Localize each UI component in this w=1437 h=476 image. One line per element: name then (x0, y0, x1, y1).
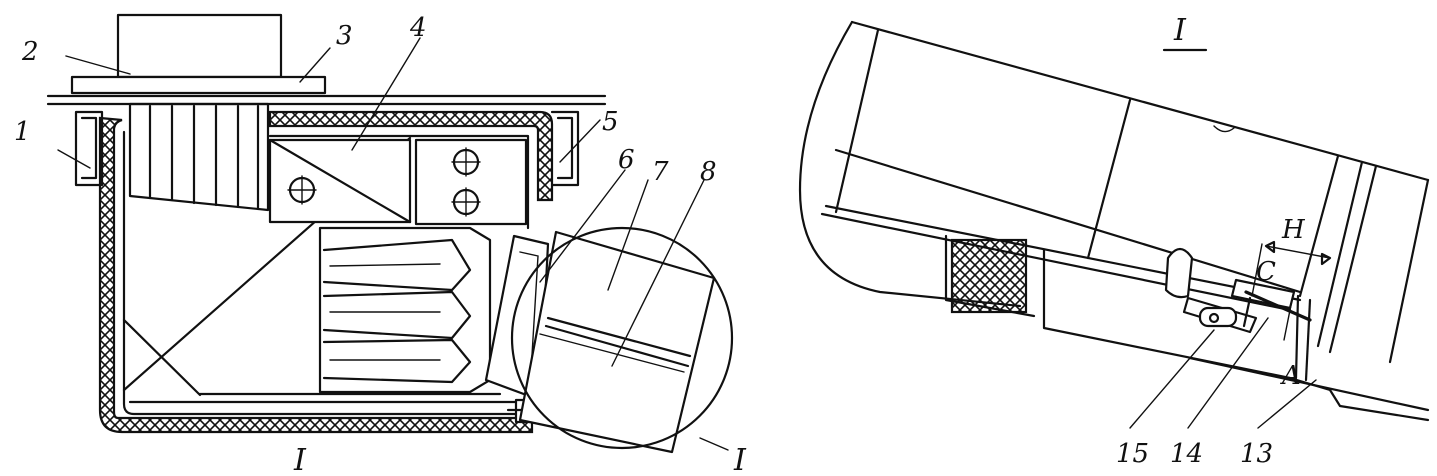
detail-circle (510, 226, 734, 450)
callout-1: 1 (14, 117, 31, 147)
section-marker-circle: I (733, 443, 747, 476)
callout-8: 8 (700, 157, 717, 187)
hatched-seal-block (950, 238, 1028, 314)
motor-block (414, 138, 528, 226)
callout-6: 6 (618, 145, 635, 175)
fan-tubes (318, 226, 492, 394)
callout-13: 13 (1240, 439, 1273, 469)
flange-plate (70, 75, 327, 95)
callout-15: 15 (1116, 439, 1149, 469)
evaporator-fins (128, 102, 270, 212)
dimension-h: H (1281, 215, 1306, 245)
callout-4: 4 (409, 13, 427, 43)
section-marker-bottom: I (293, 443, 307, 476)
top-box (116, 13, 283, 79)
insulated-housing-wall (98, 116, 534, 434)
callout-3: 3 (336, 21, 353, 51)
callout-7: 7 (652, 157, 669, 187)
dimension-a: A (1280, 361, 1301, 391)
insulated-top-wall (268, 110, 554, 202)
right-detail-view (798, 20, 1430, 429)
detail-title: I (1173, 13, 1187, 48)
left-section-view (46, 13, 734, 454)
callout-5: 5 (602, 107, 619, 137)
tilted-door-panel (518, 230, 716, 454)
dimension-c: C (1256, 257, 1276, 287)
callout-2: 2 (21, 37, 39, 67)
callout-14: 14 (1170, 439, 1203, 469)
